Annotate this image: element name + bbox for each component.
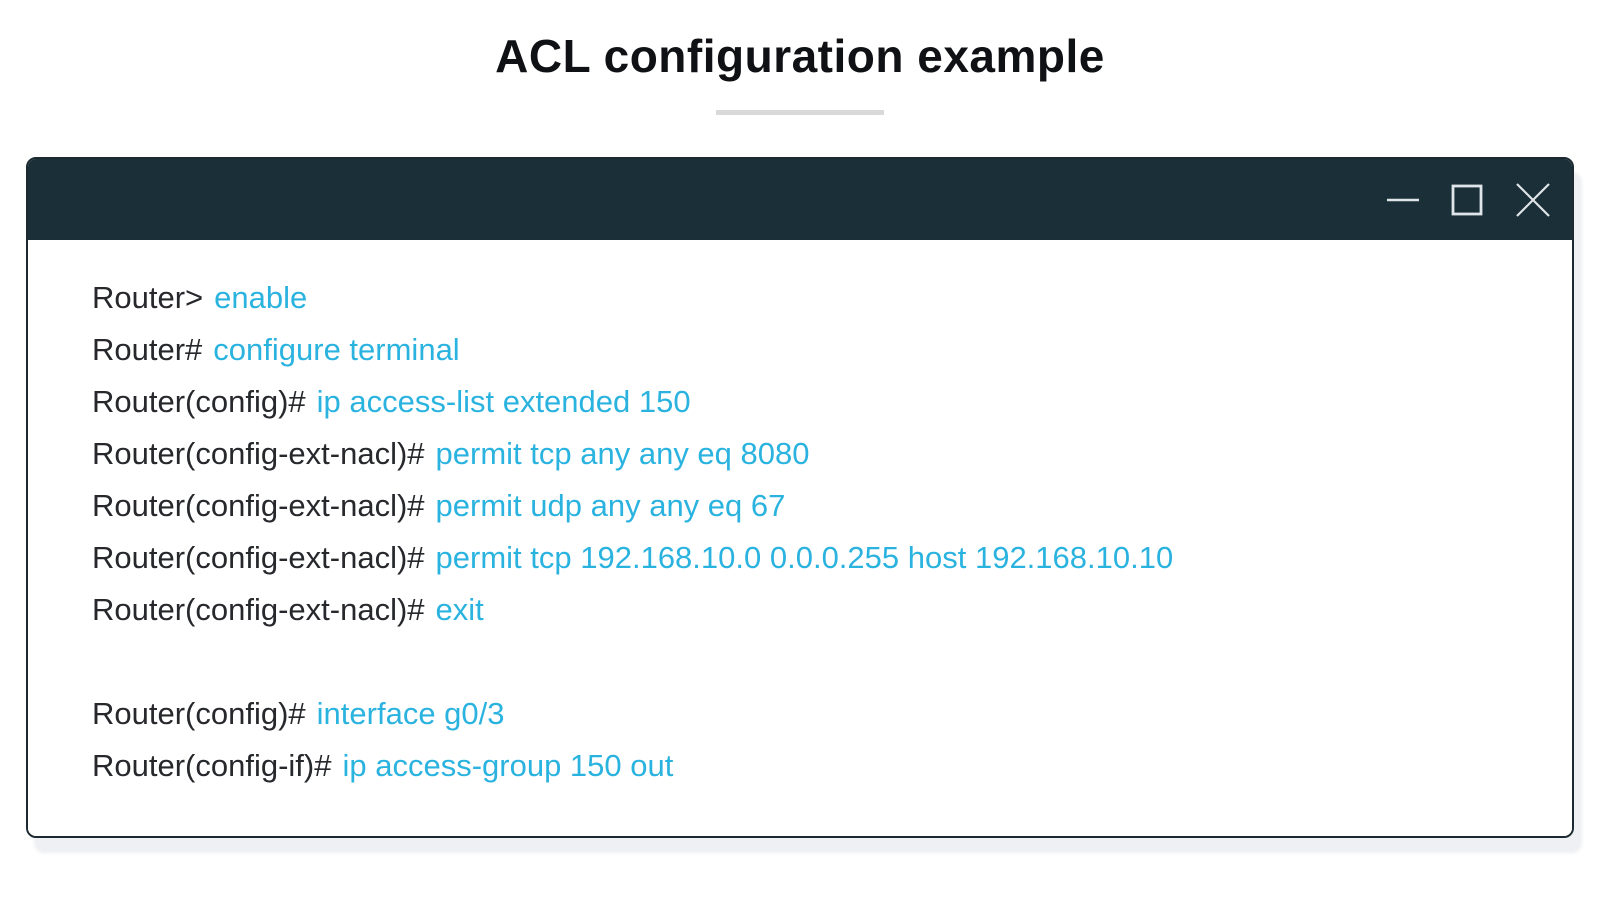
- terminal-line: Router(config-ext-nacl)# exit: [92, 584, 1542, 636]
- terminal-line: Router(config)# ip access-list extended 1…: [92, 376, 1542, 428]
- command-text: permit tcp 192.168.10.0 0.0.0.255 host 1…: [435, 540, 1174, 575]
- close-icon[interactable]: [1514, 181, 1552, 219]
- maximize-icon[interactable]: [1450, 183, 1484, 217]
- title-divider: [716, 110, 884, 115]
- prompt-text: Router#: [92, 332, 203, 367]
- blank-line: [92, 636, 1542, 688]
- command-text: exit: [435, 592, 484, 627]
- terminal-line: Router(config-if)# ip access-group 150 ou…: [92, 740, 1542, 792]
- prompt-text: Router>: [92, 280, 204, 315]
- prompt-text: Router(config-ext-nacl)#: [92, 436, 425, 471]
- prompt-text: Router(config-ext-nacl)#: [92, 540, 425, 575]
- terminal-line: Router# configure terminal: [92, 324, 1542, 376]
- terminal-titlebar: [28, 159, 1572, 240]
- command-text: ip access-group 150 out: [342, 748, 674, 783]
- command-text: enable: [214, 280, 308, 315]
- prompt-text: Router(config-if)#: [92, 748, 332, 783]
- terminal-window: Router>enable Router#configure terminal …: [26, 157, 1574, 838]
- terminal-line: Router(config)# interface g0/3: [92, 688, 1542, 740]
- terminal-body: Router>enable Router#configure terminal …: [28, 240, 1572, 836]
- terminal-line: Router> enable: [92, 272, 1542, 324]
- terminal-line: Router(config-ext-nacl)# permit udp any a…: [92, 480, 1542, 532]
- command-text: ip access-list extended 150: [316, 384, 691, 419]
- command-text: permit udp any any eq 67: [435, 488, 786, 523]
- minimize-icon[interactable]: [1386, 183, 1420, 217]
- page: ACL configuration example: [0, 26, 1600, 900]
- command-text: interface g0/3: [316, 696, 505, 731]
- command-text: permit tcp any any eq 8080: [435, 436, 810, 471]
- prompt-text: Router(config-ext-nacl)#: [92, 592, 425, 627]
- command-text: configure terminal: [213, 332, 460, 367]
- prompt-text: Router(config)#: [92, 696, 306, 731]
- page-title: ACL configuration example: [495, 30, 1105, 82]
- terminal-line: Router(config-ext-nacl)# permit tcp 192.1…: [92, 532, 1542, 584]
- prompt-text: Router(config-ext-nacl)#: [92, 488, 425, 523]
- prompt-text: Router(config)#: [92, 384, 306, 419]
- terminal-line: Router(config-ext-nacl)# permit tcp any a…: [92, 428, 1542, 480]
